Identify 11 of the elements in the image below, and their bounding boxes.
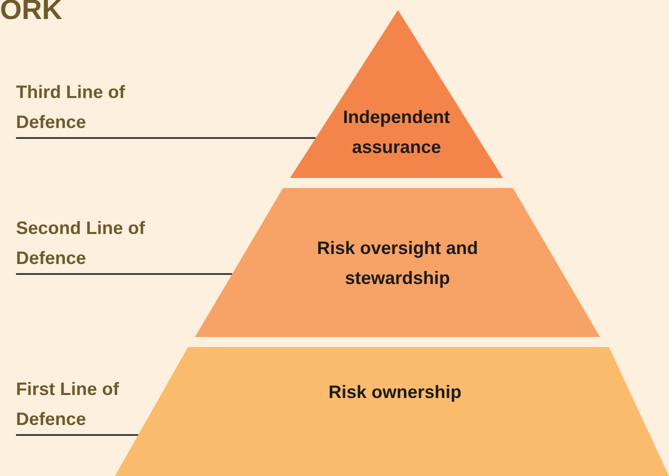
tier-text: Risk oversight and stewardship xyxy=(316,237,480,290)
pyramid-top-tier xyxy=(290,10,503,178)
tier-text: Independent assurance xyxy=(342,106,451,159)
tier-text: Risk ownership xyxy=(327,381,463,404)
line-of-defence-label: Third Line of Defence xyxy=(16,77,151,137)
pyramid-middle-tier xyxy=(195,188,600,337)
leader-line xyxy=(16,434,138,436)
leader-line xyxy=(16,137,316,139)
line-of-defence-label: Second Line of Defence xyxy=(16,213,151,273)
line-of-defence-label: First Line of Defence xyxy=(16,374,151,434)
leader-line xyxy=(16,273,232,275)
